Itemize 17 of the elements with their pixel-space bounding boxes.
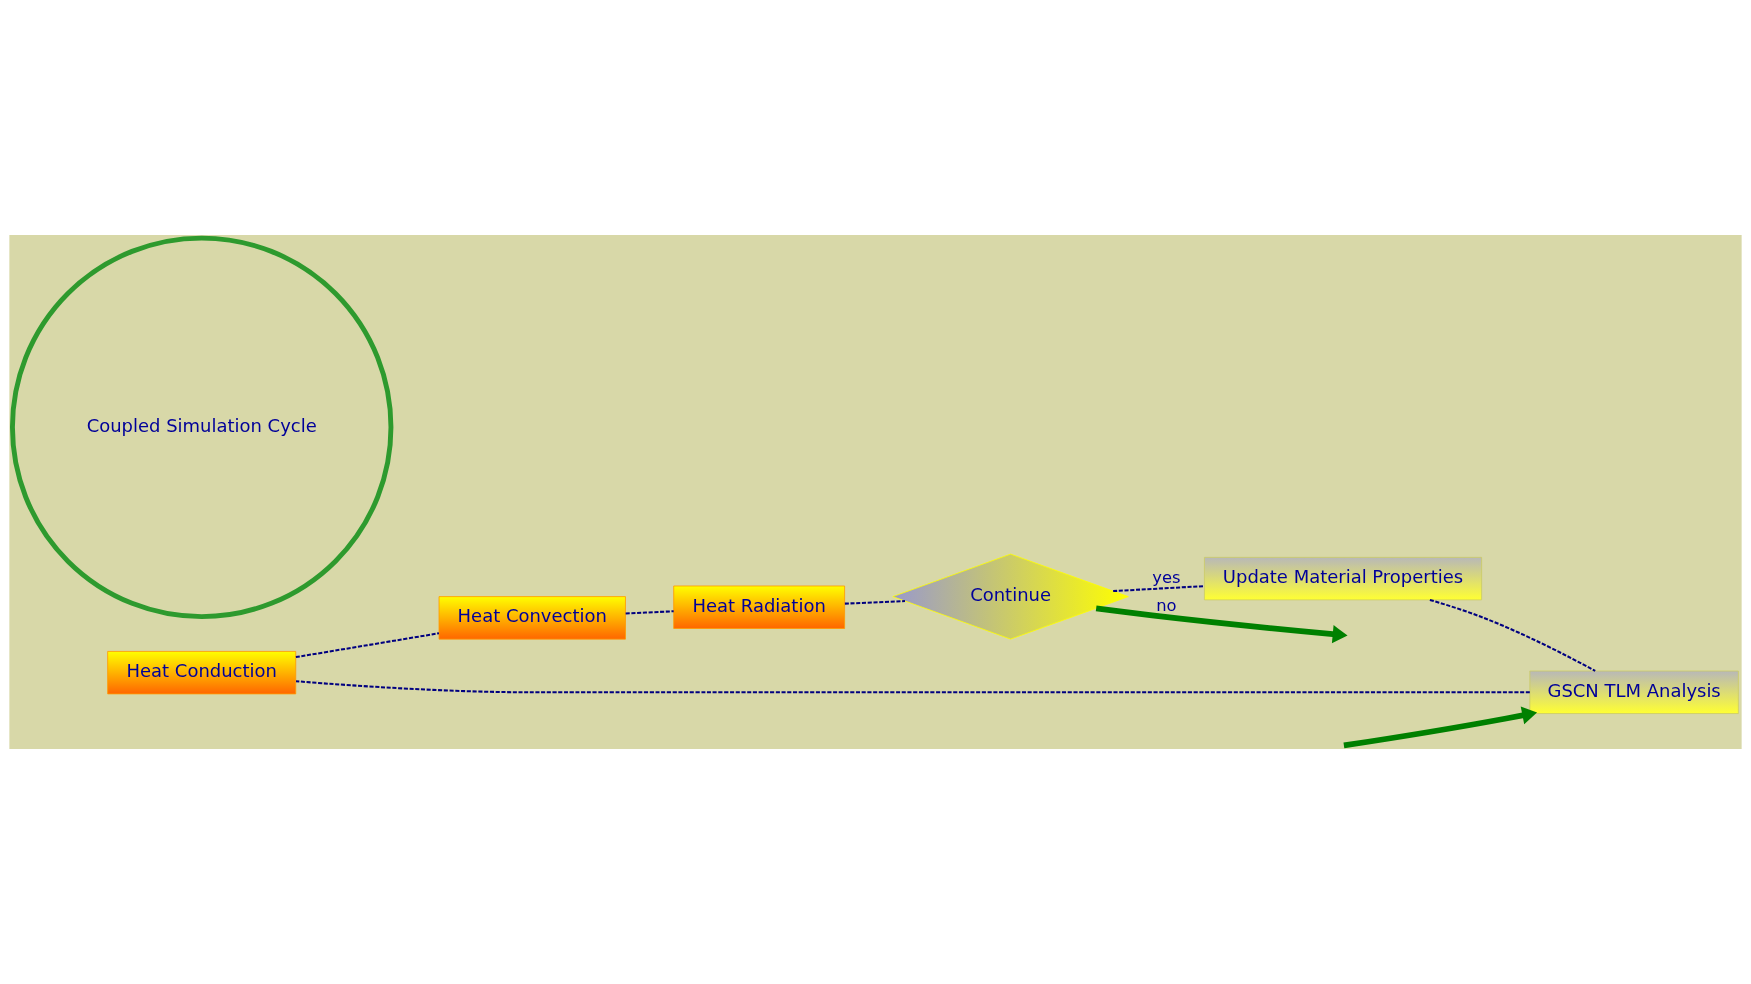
edge-label: no [1156,595,1177,615]
edge-label: yes [1152,567,1181,587]
node-circle: Coupled Simulation Cycle [10,235,394,620]
connector [295,632,440,659]
connector [844,600,905,605]
connector [1429,598,1596,672]
connector [625,610,674,615]
node-diamond: Continue [892,553,1129,640]
node-box: Heat Radiation [673,585,845,629]
node-box: GSCN TLM Analysis [1529,670,1739,714]
arrow [1343,706,1538,749]
connector [295,680,1530,694]
node-box: Heat Convection [438,596,626,640]
node-box: Heat Conduction [107,651,297,695]
connector [1113,585,1205,593]
arrow [1095,605,1348,644]
node-box: Update Material Properties [1204,556,1482,601]
